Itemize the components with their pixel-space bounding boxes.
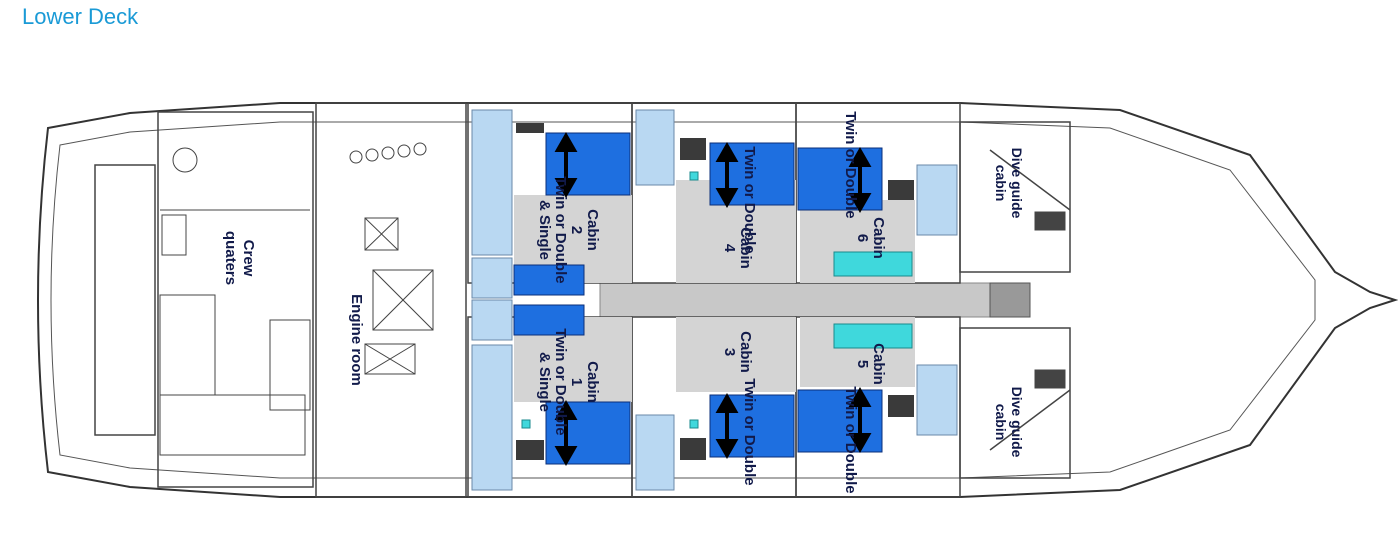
crew-sink-icon <box>161 214 187 256</box>
cabin1-label-1: Cabin <box>584 361 601 403</box>
dive-guide-top-label-2: cabin <box>993 165 1009 202</box>
cabin6-label-3: Twin or Double <box>842 111 859 218</box>
crew-toilet-icon <box>172 147 198 173</box>
engine-box-2 <box>372 269 434 331</box>
crew-quarters-area <box>157 111 314 488</box>
cabin4-label-1: Cabin <box>737 227 754 269</box>
dive-guide-top-label-1: Dive guide <box>1009 148 1025 219</box>
cabin1-label-3: Twin or Double <box>552 328 569 435</box>
engine-room-label: Engine room <box>348 294 365 386</box>
cabin3-label-1: Cabin <box>737 331 754 373</box>
cabin4-label-3: Twin or Double <box>741 146 758 253</box>
cabin1-label-4: & Single <box>536 352 553 412</box>
dive-guide-areas <box>959 121 1071 479</box>
cabin2-label-2: 2 <box>568 226 585 234</box>
dive-guide-bunks <box>1034 211 1066 389</box>
dive-guide-bottom-label-1: Dive guide <box>1009 387 1025 458</box>
hull-inner-line <box>50 121 1316 479</box>
crew-stair <box>269 319 311 411</box>
central-corridor <box>599 282 991 318</box>
bed-arrows <box>554 131 872 467</box>
cabin4-label-2: 4 <box>721 244 738 253</box>
crew-label-2: quaters <box>222 231 239 285</box>
stern-platform <box>94 164 156 436</box>
cabin1-label-2: 1 <box>568 378 585 386</box>
cabin6-label-2: 6 <box>854 234 871 242</box>
corridor-stairs <box>989 282 1031 318</box>
cabin5-label-1: Cabin <box>870 343 887 385</box>
cabin5-label-2: 5 <box>854 360 871 368</box>
engine-box-3 <box>364 343 416 375</box>
bathrooms <box>471 109 958 491</box>
page-title: Lower Deck <box>22 4 139 29</box>
cabin6-label-1: Cabin <box>870 217 887 259</box>
beds <box>513 132 883 465</box>
wardrobes <box>516 123 914 460</box>
crew-label-1: Crew <box>240 240 257 277</box>
dive-guide-bottom-label-2: cabin <box>993 404 1009 441</box>
cyan-features <box>521 171 913 429</box>
cabin3-label-2: 3 <box>721 348 738 356</box>
cabin2-label-4: & Single <box>536 200 553 260</box>
cabin3-label-3: Twin or Double <box>741 378 758 485</box>
engine-box-1 <box>364 217 399 251</box>
cabin2-label-1: Cabin <box>584 209 601 251</box>
cabin2-label-3: Twin or Double <box>552 176 569 283</box>
cabin5-label-3: Twin or Double <box>842 386 859 493</box>
crew-bunk-2 <box>159 394 306 456</box>
engine-portholes <box>349 142 427 164</box>
engine-room-area <box>315 102 467 498</box>
